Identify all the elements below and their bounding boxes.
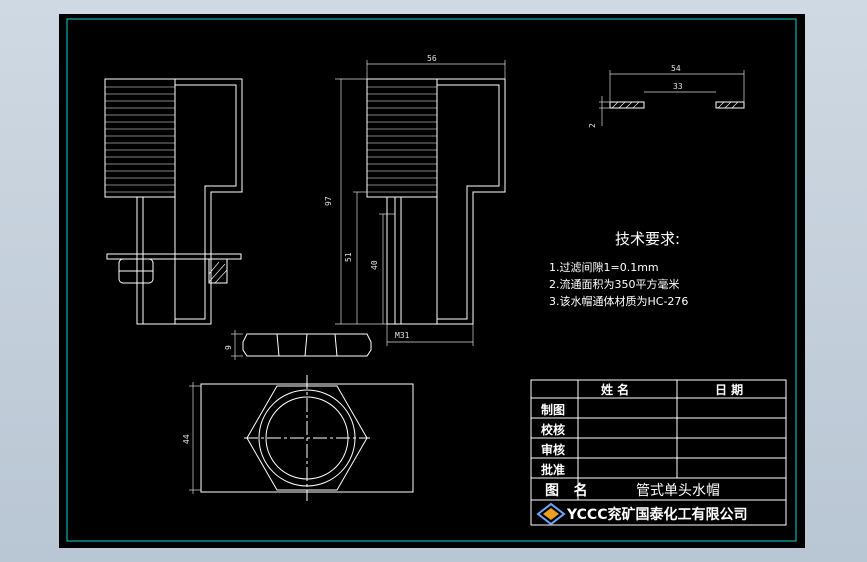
drawing-border: [66, 18, 797, 542]
nut-side-outline: [242, 333, 372, 357]
title-block-col-date: 日 期: [715, 382, 743, 397]
dim-width-54: 54: [671, 64, 681, 73]
left-view-shell-outer: [175, 78, 243, 325]
title-block-col-name: 姓 名: [601, 382, 629, 397]
left-view-hatching: [105, 86, 175, 193]
gasket-right-section: [715, 101, 745, 109]
dim-height-51: 51: [344, 252, 353, 262]
dim-nut-thickness-9: 9: [224, 345, 233, 350]
nut-top-view: 44: [182, 375, 414, 501]
dim-thread-m31: M31: [395, 331, 410, 340]
center-view-pipe: [386, 196, 438, 325]
center-view-shell-inner: [437, 84, 500, 320]
title-block-company: YCCC兖矿国泰化工有限公司: [566, 506, 747, 523]
left-view-cap-block: [104, 78, 176, 198]
tech-requirement-3: 3.该水帽通体材质为HC-276: [549, 294, 688, 308]
title-block-figure-name: 管式单头水帽: [636, 483, 720, 499]
dim-width-56: 56: [427, 54, 437, 63]
left-view-shell-inner: [175, 84, 237, 320]
drawing-svg: 56 97 51 40 M31 54 33: [66, 18, 797, 542]
gasket-left-section: [609, 101, 645, 109]
left-view-washer: [106, 253, 242, 260]
tech-requirement-2: 2.流通面积为350平方毫米: [549, 277, 680, 291]
dim-width-33: 33: [673, 82, 683, 91]
left-view: [104, 78, 243, 325]
drawing-canvas: 56 97 51 40 M31 54 33: [59, 14, 805, 548]
title-block-row-approve: 批准: [541, 462, 565, 477]
nut-side-view: 9: [224, 330, 372, 360]
dim-hex-44: 44: [182, 434, 191, 444]
tech-requirements: 技术要求: 1.过滤间隙1=0.1mm 2.流通面积为350平方毫米 3.该水帽…: [549, 230, 688, 308]
dim-thickness-2: 2: [588, 123, 597, 128]
left-view-pipe: [136, 196, 176, 325]
center-view: 56 97 51 40 M31: [324, 54, 506, 346]
title-block-row-check: 校核: [541, 422, 565, 437]
tech-requirements-title: 技术要求:: [615, 230, 680, 248]
title-block-figure-label: 图 名: [545, 482, 588, 499]
title-block-row-draw: 制图: [541, 402, 565, 417]
center-view-shell-outer: [437, 78, 506, 325]
dim-height-97: 97: [324, 196, 333, 206]
title-block: 姓 名 日 期 制图 校核 审核 批准 图 名 管式单头水帽 YCCC兖矿国泰化…: [530, 379, 787, 526]
title-block-row-review: 审核: [541, 442, 565, 457]
company-logo-icon: [536, 502, 566, 526]
tech-requirement-1: 1.过滤间隙1=0.1mm: [549, 260, 659, 274]
title-block-frame: [530, 379, 787, 526]
gasket-view: 54 33 2: [588, 64, 745, 128]
center-view-cap-block: [366, 78, 438, 198]
left-view-nut-section: [208, 258, 228, 284]
dim-height-40: 40: [370, 260, 379, 270]
